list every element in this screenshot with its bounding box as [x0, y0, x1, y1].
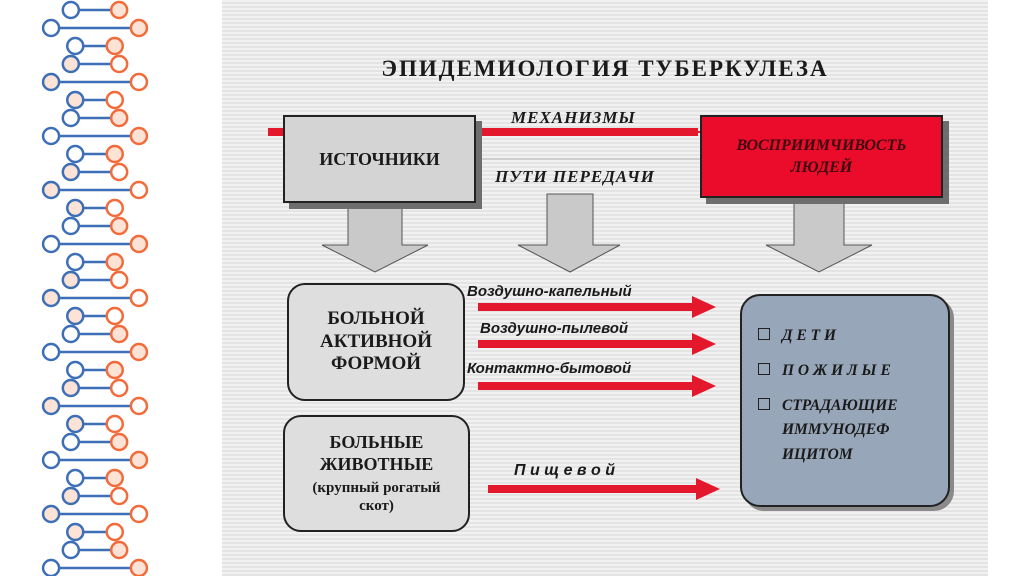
- dna-node: [109, 216, 129, 236]
- dna-node: [129, 504, 149, 524]
- risk-groups-box: Д Е Т И П О Ж И Л Ы Е СТРАДАЮЩИЕ ИММУНОД…: [740, 294, 950, 507]
- dna-node: [109, 486, 129, 506]
- dna-node: [61, 54, 81, 74]
- dna-node: [61, 540, 81, 560]
- dna-decoration: [41, 0, 149, 576]
- dna-node: [66, 36, 85, 56]
- dna-node: [66, 414, 85, 434]
- dna-node: [109, 432, 129, 452]
- dna-node: [105, 36, 124, 56]
- route-label-airborne: Воздушно-капельный: [467, 283, 632, 300]
- dna-node: [109, 270, 129, 290]
- risk-group-children: Д Е Т И: [782, 327, 837, 344]
- slide-title: ЭПИДЕМИОЛОГИЯ ТУБЕРКУЛЕЗА: [381, 56, 829, 81]
- dna-node: [41, 558, 61, 576]
- dna-node: [61, 270, 81, 290]
- dna-node: [129, 72, 149, 92]
- dna-node: [41, 234, 61, 254]
- routes-label: ПУТИ ПЕРЕДАЧИ: [495, 167, 656, 186]
- dna-node: [66, 252, 85, 272]
- dna-node: [109, 54, 129, 74]
- dna-node: [61, 432, 81, 452]
- dna-node: [66, 306, 85, 326]
- dna-node: [41, 180, 61, 200]
- susceptibility-box: ВОСПРИИМЧИВОСТЬ ЛЮДЕЙ: [700, 115, 943, 198]
- dna-node: [61, 0, 81, 20]
- dna-node: [105, 90, 124, 110]
- risk-group-item: СТРАДАЮЩИЕ ИММУНОДЕФ ИЦИТОМ: [758, 394, 948, 468]
- dna-node: [66, 468, 85, 488]
- dna-node: [41, 126, 61, 146]
- dna-node: [66, 90, 85, 110]
- dna-node: [66, 360, 85, 380]
- dna-node: [129, 396, 149, 416]
- route-label-food: П и щ е в о й: [514, 462, 616, 479]
- checkbox-bullet-icon: [758, 397, 770, 410]
- dna-node: [41, 72, 61, 92]
- dna-node: [129, 126, 149, 146]
- dna-node: [61, 162, 81, 182]
- checkbox-bullet-icon: [758, 328, 770, 340]
- dna-node: [109, 540, 129, 560]
- dna-node: [41, 342, 61, 362]
- risk-group-elderly: П О Ж И Л Ы Е: [782, 361, 891, 379]
- dna-node: [129, 18, 149, 38]
- susceptibility-box-label: ВОСПРИИМЧИВОСТЬ ЛЮДЕЙ: [736, 136, 907, 176]
- dna-node: [41, 18, 61, 38]
- dna-node: [41, 450, 61, 470]
- dna-node: [105, 306, 124, 326]
- dna-node: [129, 558, 149, 576]
- dna-node: [61, 378, 81, 398]
- dna-node: [109, 162, 129, 182]
- sources-box: ИСТОЧНИКИ: [283, 115, 476, 203]
- checkbox-bullet-icon: [758, 362, 770, 375]
- dna-node: [41, 396, 61, 416]
- risk-group-item: Д Е Т И: [758, 324, 948, 349]
- dna-node: [105, 252, 124, 272]
- dna-node: [105, 144, 124, 164]
- dna-node: [61, 324, 81, 344]
- dna-node: [61, 216, 81, 236]
- dna-node: [109, 324, 129, 344]
- sick-animals-note: (крупный рогатый скот): [312, 480, 441, 515]
- dna-node: [109, 108, 129, 128]
- dna-node: [109, 0, 129, 20]
- route-label-contact: Контактно-бытовой: [467, 360, 632, 377]
- dna-node: [129, 288, 149, 308]
- dna-node: [109, 378, 129, 398]
- dna-node: [105, 360, 124, 380]
- dna-node: [41, 288, 61, 308]
- risk-group-item: П О Ж И Л Ы Е: [758, 359, 948, 384]
- dna-node: [66, 522, 85, 542]
- active-patient-label: БОЛЬНОЙ АКТИВНОЙ ФОРМОЙ: [320, 307, 432, 375]
- dna-node: [61, 108, 81, 128]
- dna-node: [129, 342, 149, 362]
- dna-node: [41, 504, 61, 524]
- dna-node: [105, 414, 124, 434]
- dna-node: [66, 198, 85, 218]
- mechanisms-label: МЕХАНИЗМЫ: [511, 108, 636, 127]
- dna-node: [105, 198, 124, 218]
- sick-animals-label: БОЛЬНЫЕ ЖИВОТНЫЕ: [319, 431, 434, 474]
- dna-node: [129, 450, 149, 470]
- sick-animals-box: БОЛЬНЫЕ ЖИВОТНЫЕ (крупный рогатый скот): [283, 415, 470, 532]
- dna-node: [129, 234, 149, 254]
- dna-node: [105, 468, 124, 488]
- route-label-dust: Воздушно-пылевой: [480, 320, 629, 337]
- risk-group-immunodeficient: СТРАДАЮЩИЕ ИММУНОДЕФ ИЦИТОМ: [782, 396, 898, 464]
- dna-node: [129, 180, 149, 200]
- active-patient-box: БОЛЬНОЙ АКТИВНОЙ ФОРМОЙ: [287, 283, 465, 401]
- dna-node: [61, 486, 81, 506]
- sources-box-label: ИСТОЧНИКИ: [319, 148, 440, 169]
- dna-node: [66, 144, 85, 164]
- dna-node: [105, 522, 124, 542]
